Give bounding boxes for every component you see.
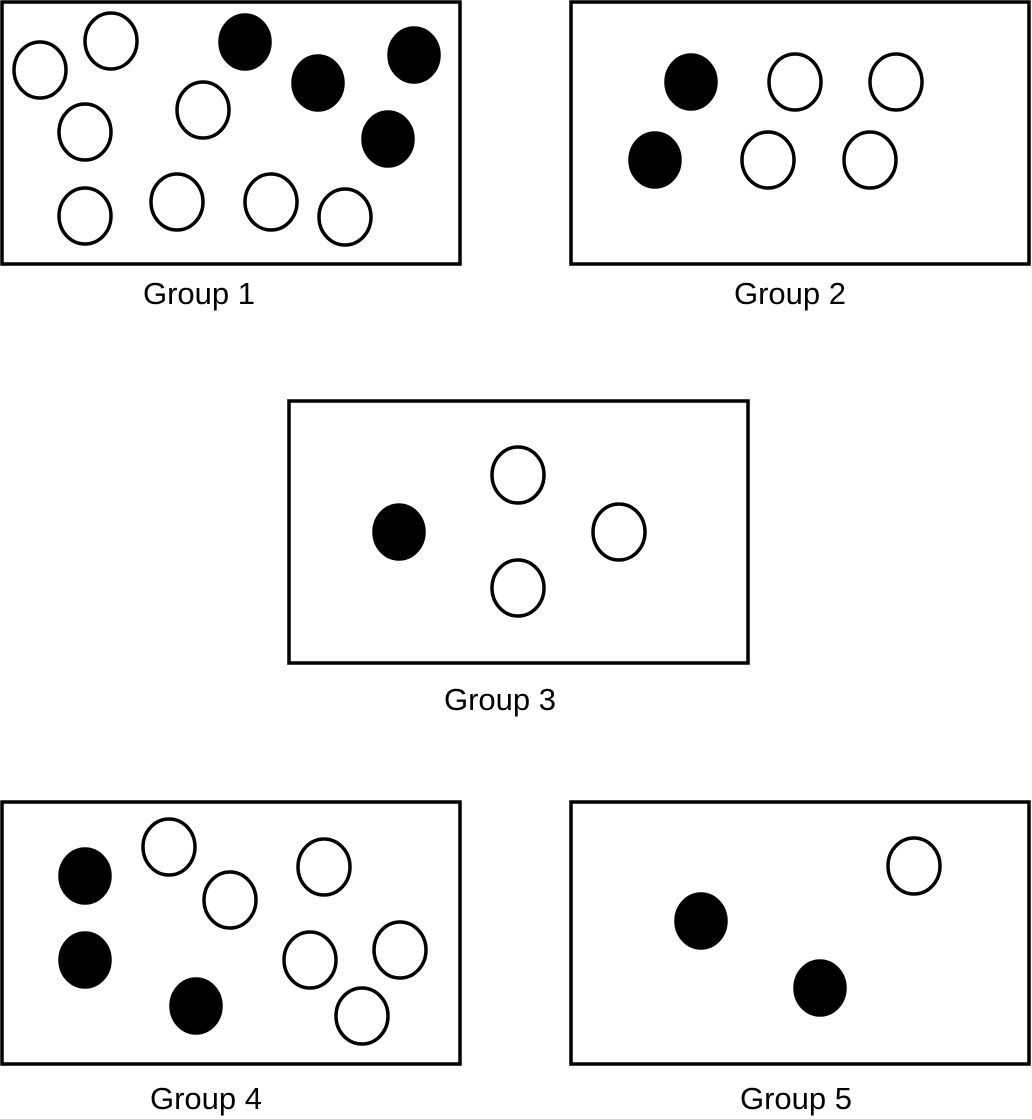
group-1: Group 1 xyxy=(0,0,462,311)
empty-marble xyxy=(141,817,197,877)
empty-marble xyxy=(842,130,898,190)
empty-marble xyxy=(490,558,546,618)
empty-marble xyxy=(317,187,373,247)
filled-marble xyxy=(387,26,441,84)
empty-marble xyxy=(886,836,942,896)
empty-marble xyxy=(591,502,647,562)
group-5-label: Group 5 xyxy=(740,1081,852,1116)
group-2-label: Group 2 xyxy=(734,276,846,311)
empty-marble xyxy=(243,172,299,232)
empty-marble xyxy=(202,870,258,930)
group-5-frame xyxy=(569,800,1031,1066)
filled-marble xyxy=(218,13,272,71)
filled-marble xyxy=(58,847,112,905)
empty-marble xyxy=(334,986,390,1046)
group-5: Group 5 xyxy=(569,800,1031,1116)
empty-marble xyxy=(175,80,231,140)
group-4-label: Group 4 xyxy=(150,1081,262,1116)
empty-marble xyxy=(149,172,205,232)
empty-marble xyxy=(372,920,428,980)
empty-marble xyxy=(57,102,113,162)
empty-marble xyxy=(57,186,113,246)
group-3-frame xyxy=(287,399,750,665)
filled-marble xyxy=(664,53,718,111)
filled-marble xyxy=(169,977,223,1035)
group-3-label: Group 3 xyxy=(444,682,556,717)
group-2-frame xyxy=(569,0,1031,266)
empty-marble xyxy=(740,130,796,190)
filled-marble xyxy=(372,503,426,561)
group-2: Group 2 xyxy=(569,0,1031,311)
filled-marble xyxy=(628,131,682,189)
empty-marble xyxy=(83,11,139,71)
empty-marble xyxy=(868,52,924,112)
empty-marble xyxy=(12,40,68,100)
empty-marble xyxy=(767,52,823,112)
filled-marble xyxy=(291,54,345,112)
empty-marble xyxy=(282,930,338,990)
group-3: Group 3 xyxy=(287,399,750,717)
group-1-label: Group 1 xyxy=(143,276,255,311)
filled-marble xyxy=(361,110,415,168)
filled-marble xyxy=(58,931,112,989)
group-4: Group 4 xyxy=(0,800,462,1116)
filled-marble xyxy=(793,959,847,1017)
filled-marble xyxy=(674,892,728,950)
empty-marble xyxy=(490,445,546,505)
empty-marble xyxy=(296,837,352,897)
